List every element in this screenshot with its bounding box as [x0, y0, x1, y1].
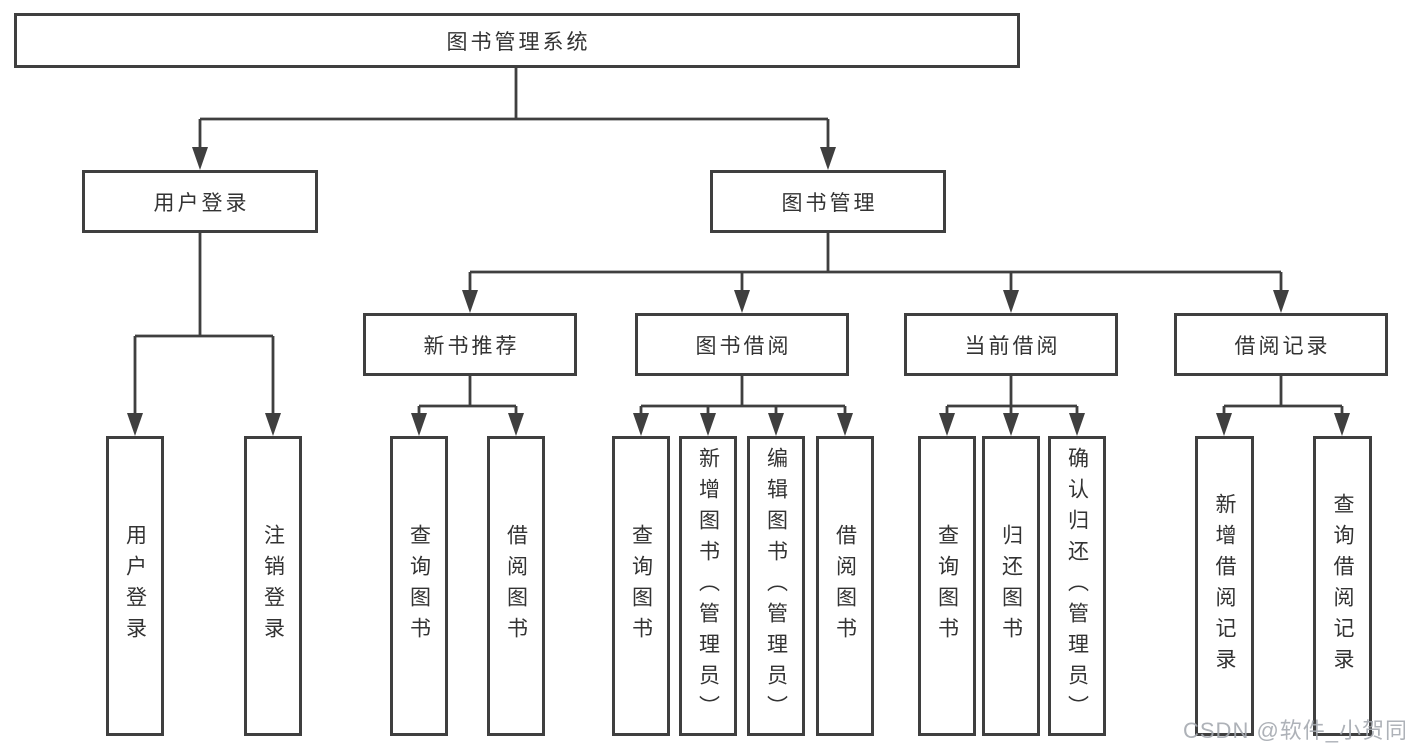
- node-label: 新增借阅记录: [1213, 493, 1236, 679]
- leaf-add-book-admin: 新增图书（管理员）: [679, 436, 737, 736]
- node-current-borrowing: 当前借阅: [904, 313, 1118, 376]
- leaf-query-books-recommend: 查询图书: [390, 436, 448, 736]
- leaf-logout: 注销登录: [244, 436, 302, 736]
- arrow-down-icon: [192, 147, 208, 170]
- node-label: 查询图书: [407, 524, 431, 648]
- connector-lines: [133, 68, 1344, 416]
- node-label: 查询借阅记录: [1331, 493, 1354, 679]
- node-label: 借阅图书: [833, 524, 857, 648]
- leaf-return-books: 归还图书: [982, 436, 1040, 736]
- node-label: 借阅图书: [504, 524, 528, 648]
- node-user-login: 用户登录: [82, 170, 318, 233]
- arrow-down-icon: [1216, 413, 1232, 436]
- node-label: 归还图书: [999, 524, 1023, 648]
- leaf-borrow-books: 借阅图书: [816, 436, 874, 736]
- leaf-confirm-return-admin: 确认归还（管理员）: [1048, 436, 1106, 736]
- arrow-down-icon: [1334, 413, 1350, 436]
- node-label: 编辑图书（管理员）: [764, 446, 788, 726]
- arrowheads: [127, 147, 1350, 436]
- leaf-query-books-current: 查询图书: [918, 436, 976, 736]
- node-label: 借阅记录: [1234, 334, 1331, 358]
- node-label: 查询图书: [629, 524, 653, 648]
- arrow-down-icon: [1003, 290, 1019, 313]
- arrow-down-icon: [1003, 413, 1019, 436]
- arrow-down-icon: [734, 290, 750, 313]
- node-label: 新书推荐: [423, 334, 520, 358]
- arrow-down-icon: [462, 290, 478, 313]
- arrow-down-icon: [820, 147, 836, 170]
- arrow-down-icon: [700, 413, 716, 436]
- node-label: 用户登录: [123, 524, 147, 648]
- leaf-query-borrow-record: 查询借阅记录: [1313, 436, 1372, 736]
- arrow-down-icon: [837, 413, 853, 436]
- node-label: 查询图书: [935, 524, 959, 648]
- arrow-down-icon: [508, 413, 524, 436]
- arrow-down-icon: [265, 413, 281, 436]
- arrow-down-icon: [1273, 290, 1289, 313]
- node-label: 当前借阅: [964, 334, 1061, 358]
- leaf-borrow-books-recommend: 借阅图书: [487, 436, 545, 736]
- leaf-query-books-borrow: 查询图书: [612, 436, 670, 736]
- node-label: 图书管理: [781, 191, 878, 215]
- node-borrowing-records: 借阅记录: [1174, 313, 1388, 376]
- arrow-down-icon: [939, 413, 955, 436]
- leaf-edit-book-admin: 编辑图书（管理员）: [747, 436, 805, 736]
- arrow-down-icon: [768, 413, 784, 436]
- node-label: 确认归还（管理员）: [1065, 446, 1089, 726]
- node-library-system: 图书管理系统: [14, 13, 1020, 68]
- node-label: 注销登录: [261, 524, 285, 648]
- node-new-book-recommend: 新书推荐: [363, 313, 577, 376]
- arrow-down-icon: [127, 413, 143, 436]
- leaf-add-borrow-record: 新增借阅记录: [1195, 436, 1254, 736]
- node-book-management: 图书管理: [710, 170, 946, 233]
- node-label: 用户登录: [153, 191, 250, 215]
- leaf-user-login: 用户登录: [106, 436, 164, 736]
- node-book-borrowing: 图书借阅: [635, 313, 849, 376]
- arrow-down-icon: [633, 413, 649, 436]
- node-label: 图书借阅: [695, 334, 792, 358]
- arrow-down-icon: [1069, 413, 1085, 436]
- node-label: 新增图书（管理员）: [696, 446, 720, 726]
- node-label: 图书管理系统: [446, 30, 591, 54]
- arrow-down-icon: [411, 413, 427, 436]
